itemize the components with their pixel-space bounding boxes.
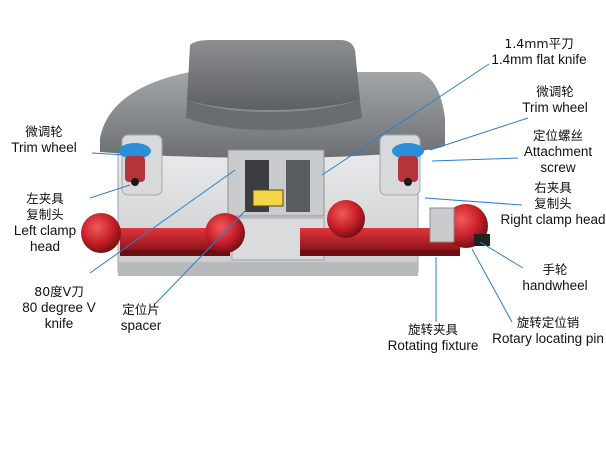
label-rotating-fixture: 旋转夹具 Rotating fixture: [387, 322, 479, 353]
label-handwheel: 手轮 handwheel: [522, 262, 588, 293]
left-clamp: [81, 213, 245, 256]
right-clamp: [300, 200, 490, 256]
label-trim-wheel-right: 微调轮 Trim wheel: [522, 84, 588, 115]
label-v-knife: 80度V刀 80 degree V knife: [22, 284, 96, 331]
label-rotary-locating-pin: 旋转定位销 Rotary locating pin: [492, 315, 604, 346]
label-spacer: 定位片 spacer: [120, 302, 162, 333]
label-attachment-screw: 定位螺丝 Attachment screw: [523, 128, 593, 175]
label-trim-wheel-left: 微调轮 Trim wheel: [11, 124, 77, 155]
trim-wheel-right: [392, 143, 424, 186]
trim-wheel-left: [119, 143, 151, 186]
label-right-clamp: 右夹具 复制头 Right clamp head: [500, 180, 606, 227]
leader-lines: [89, 63, 529, 323]
label-left-clamp: 左夹具 复制头 Left clamp head: [13, 191, 77, 254]
cutter-assembly: [227, 149, 325, 261]
label-flat-knife: 1.4mm平刀 1.4mm flat knife: [491, 36, 587, 67]
